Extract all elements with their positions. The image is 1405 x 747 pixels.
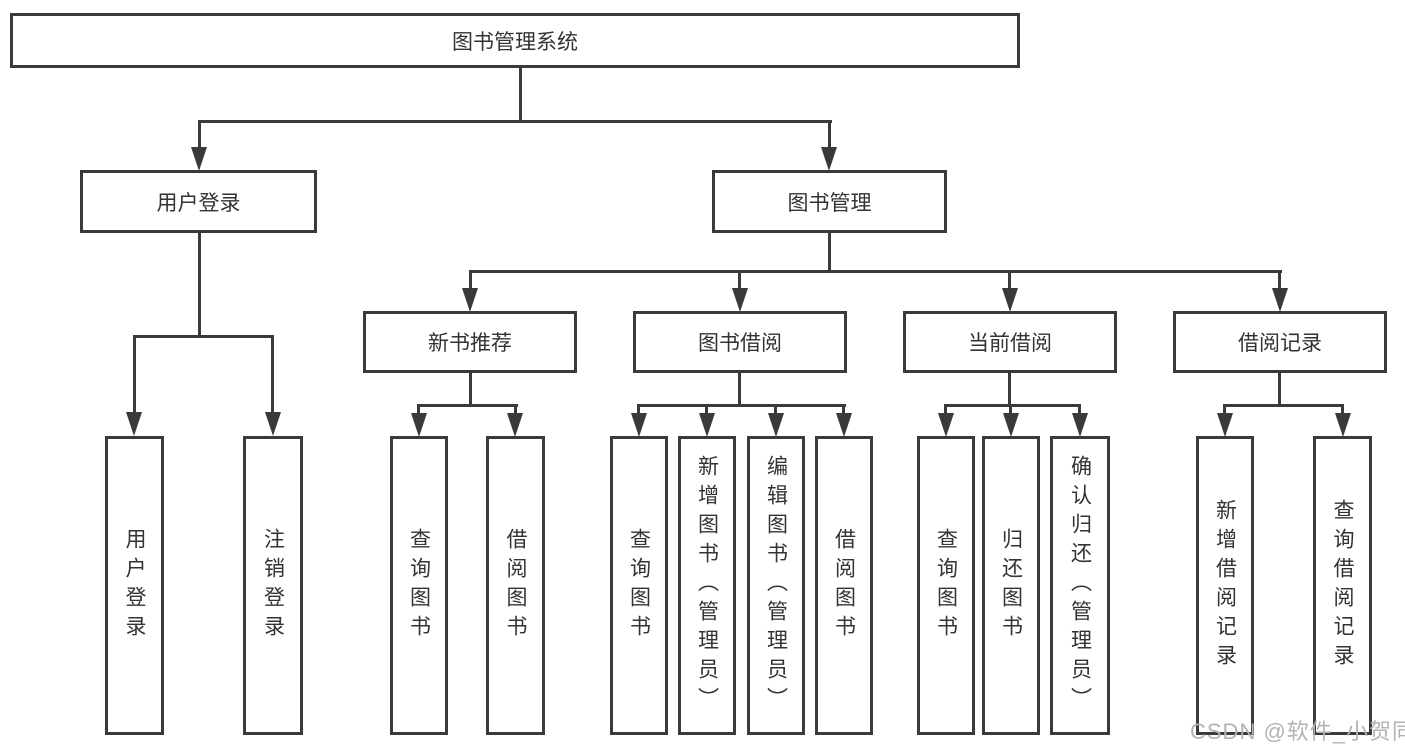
arrowhead-down-icon: [265, 412, 281, 436]
connector-hline: [637, 404, 846, 407]
connector-hline: [469, 270, 1282, 273]
connector-hline: [944, 404, 1081, 407]
arrowhead-down-icon: [1272, 288, 1288, 312]
node-label: 图书借阅: [698, 332, 782, 355]
arrowhead-down-icon: [191, 147, 207, 171]
leaf-label: 用户登录: [123, 527, 147, 644]
connector-vline: [514, 404, 517, 414]
arrowhead-down-icon: [462, 288, 478, 312]
connector-vline: [417, 404, 420, 414]
connector-hline: [133, 335, 274, 338]
leaf-edit-book-admin: 编辑图书（管理员）: [747, 436, 805, 735]
leaf-query-books-recommend: 查询图书: [390, 436, 448, 735]
arrowhead-down-icon: [768, 413, 784, 437]
connector-vline: [198, 120, 201, 150]
leaf-label: 归还图书: [999, 527, 1023, 644]
connector-vline: [705, 404, 708, 414]
connector-vline: [1078, 404, 1081, 414]
connector-vline: [1223, 404, 1226, 414]
node-borrow-records: 借阅记录: [1173, 311, 1387, 373]
node-label: 借阅记录: [1238, 332, 1322, 355]
node-label: 图书管理: [787, 191, 872, 215]
arrowhead-down-icon: [1072, 413, 1088, 437]
leaf-query-books-borrow: 查询图书: [610, 436, 668, 735]
arrowhead-down-icon: [836, 413, 852, 437]
leaf-logout: 注销登录: [243, 436, 303, 735]
connector-hline: [1223, 404, 1344, 407]
arrowhead-down-icon: [1002, 288, 1018, 312]
node-book-management: 图书管理: [712, 170, 947, 233]
node-label: 图书管理系统: [452, 30, 578, 54]
connector-vline: [1278, 270, 1281, 289]
connector-vline: [469, 270, 472, 289]
arrowhead-down-icon: [631, 413, 647, 437]
arrowhead-down-icon: [938, 413, 954, 437]
connector-vline: [1008, 371, 1011, 406]
connector-vline: [1008, 270, 1011, 289]
connector-vline: [828, 231, 831, 272]
leaf-user-login: 用户登录: [105, 436, 164, 735]
connector-hline: [198, 120, 832, 123]
leaf-label: 新增借阅记录: [1213, 498, 1237, 673]
connector-vline: [637, 404, 640, 414]
leaf-label: 编辑图书（管理员）: [764, 455, 788, 716]
arrowhead-down-icon: [507, 413, 523, 437]
leaf-label: 新增图书（管理员）: [695, 455, 719, 716]
connector-vline: [1278, 371, 1281, 406]
connector-vline: [198, 231, 201, 335]
arrowhead-down-icon: [1217, 413, 1233, 437]
leaf-confirm-return-admin: 确认归还（管理员）: [1050, 436, 1110, 735]
connector-vline: [944, 404, 947, 414]
connector-vline: [842, 404, 845, 414]
node-new-book-recommend: 新书推荐: [363, 311, 577, 373]
connector-vline: [774, 404, 777, 414]
connector-vline: [519, 66, 522, 122]
leaf-return-book: 归还图书: [982, 436, 1040, 735]
connector-vline: [738, 371, 741, 406]
csdn-watermark: CSDN @软件_小贺同学: [1190, 719, 1405, 744]
connector-vline: [828, 120, 831, 150]
leaf-label: 注销登录: [261, 527, 285, 644]
connector-hline: [417, 404, 518, 407]
leaf-label: 确认归还（管理员）: [1068, 455, 1092, 716]
leaf-label: 借阅图书: [832, 527, 856, 644]
leaf-borrow-books-recommend: 借阅图书: [486, 436, 545, 735]
leaf-add-borrow-record: 新增借阅记录: [1196, 436, 1254, 735]
arrowhead-down-icon: [1335, 413, 1351, 437]
node-label: 用户登录: [156, 191, 241, 215]
connector-vline: [1009, 404, 1012, 414]
leaf-borrow-books-borrow: 借阅图书: [815, 436, 873, 735]
node-book-borrow: 图书借阅: [633, 311, 847, 373]
leaf-add-book-admin: 新增图书（管理员）: [678, 436, 736, 735]
leaf-label: 查询图书: [407, 527, 431, 644]
node-user-login: 用户登录: [80, 170, 317, 233]
node-label: 当前借阅: [968, 332, 1052, 355]
connector-vline: [469, 371, 472, 406]
leaf-query-books-current: 查询图书: [917, 436, 975, 735]
leaf-query-borrow-record: 查询借阅记录: [1313, 436, 1372, 735]
connector-vline: [738, 270, 741, 289]
connector-vline: [1341, 404, 1344, 414]
arrowhead-down-icon: [699, 413, 715, 437]
leaf-label: 查询图书: [627, 527, 651, 644]
leaf-label: 借阅图书: [504, 527, 528, 644]
node-label: 新书推荐: [428, 332, 512, 355]
arrowhead-down-icon: [732, 288, 748, 312]
leaf-label: 查询图书: [934, 527, 958, 644]
arrowhead-down-icon: [821, 147, 837, 171]
leaf-label: 查询借阅记录: [1331, 498, 1355, 673]
arrowhead-down-icon: [411, 413, 427, 437]
node-library-system: 图书管理系统: [10, 13, 1020, 68]
arrowhead-down-icon: [1003, 413, 1019, 437]
node-current-borrow: 当前借阅: [903, 311, 1117, 373]
connector-vline: [133, 335, 136, 414]
connector-vline: [271, 335, 274, 414]
arrowhead-down-icon: [126, 412, 142, 436]
